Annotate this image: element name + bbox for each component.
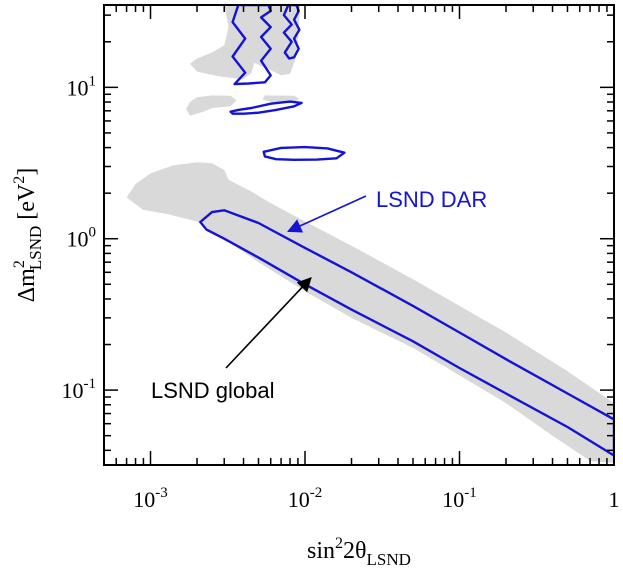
axis-ticks: 10-3 10-2 10-1 1 10-1 100 101: [62, 5, 620, 512]
x-axis-title: sin22θLSND: [307, 535, 411, 569]
lsnd-dar-contour-2: [229, 100, 303, 115]
x-tick-label: 10-1: [442, 485, 477, 512]
x-tick-label: 10-2: [288, 485, 323, 512]
y-tick-label: 101: [67, 73, 97, 100]
lsnd-global-region-1: [126, 162, 614, 464]
x-tick-label: 1: [609, 487, 620, 512]
allowed-regions: [126, 5, 614, 464]
y-tick-label: 10-1: [62, 376, 97, 403]
x-tick-label: 10-3: [133, 485, 168, 512]
plot-frame: [103, 4, 615, 466]
y-axis-title: Δm2LSND [eV2]: [11, 168, 45, 303]
lsnd-global-label: LSND global: [151, 378, 275, 403]
lsnd-dar-contour-3: [262, 145, 346, 162]
lsnd-global-region-3: [186, 95, 237, 116]
lsnd-dar-contour-5: [282, 5, 301, 60]
lsnd-dar-arrow: [287, 195, 367, 233]
lsnd-dar-label: LSND DAR: [376, 187, 487, 212]
annotations: LSND DAR LSND global: [151, 187, 487, 403]
y-tick-label: 100: [67, 225, 97, 252]
lsnd-dar-contour-4: [231, 5, 272, 86]
lsnd-global-arrow: [225, 276, 312, 369]
lsnd-dar-contour-1: [199, 209, 614, 457]
lsnd-global-region-2: [189, 5, 301, 80]
